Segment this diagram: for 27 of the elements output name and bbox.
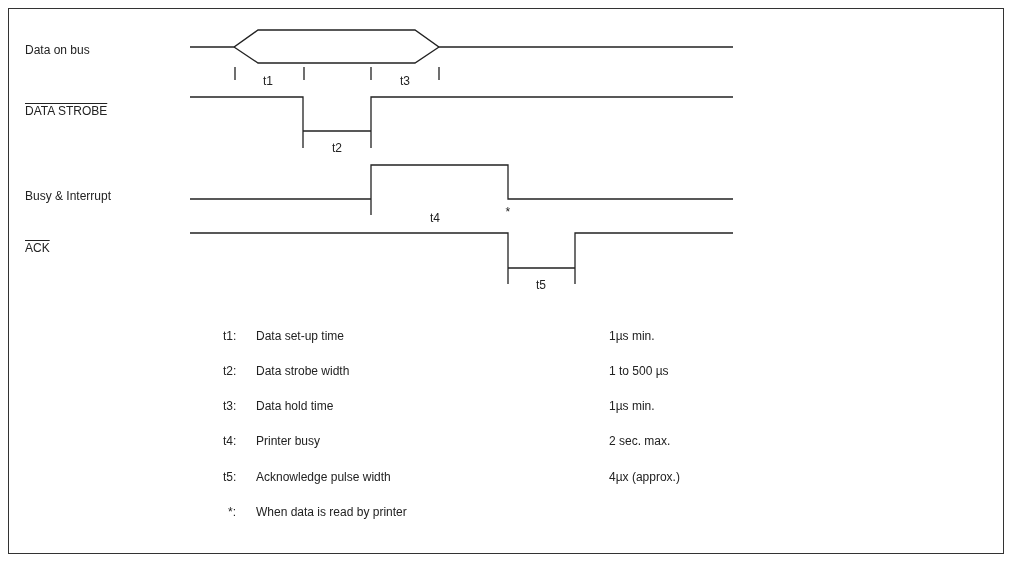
table-key: t2: <box>223 364 237 378</box>
table-value: 1 to 500 µs <box>609 364 669 378</box>
table-key: t1: <box>223 329 237 343</box>
table-key: t3: <box>223 399 237 413</box>
signal-name: ACK <box>25 241 50 255</box>
table-value: 1µs min. <box>609 329 655 343</box>
table-description: Printer busy <box>256 434 321 448</box>
table-description: Data hold time <box>256 399 334 413</box>
table-key: *: <box>228 505 236 519</box>
table-description: Acknowledge pulse width <box>256 470 391 484</box>
timing-label: t4 <box>430 211 440 225</box>
timing-label: t1 <box>263 74 273 88</box>
table-value: 4µx (approx.) <box>609 470 680 484</box>
signal-name: Busy & Interrupt <box>25 189 112 203</box>
table-key: t5: <box>223 470 237 484</box>
timing-label: t2 <box>332 141 342 155</box>
table-description: Data set-up time <box>256 329 345 343</box>
table-key: t4: <box>223 434 237 448</box>
table-description: Data strobe width <box>256 364 350 378</box>
table-value: 2 sec. max. <box>609 434 671 448</box>
footnote-mark: * <box>505 205 511 219</box>
timing-label: t5 <box>536 278 546 292</box>
signal-name: Data on bus <box>25 43 90 57</box>
timing-label: t3 <box>400 74 410 88</box>
table-description: When data is read by printer <box>256 505 407 519</box>
table-value: 1µs min. <box>609 399 655 413</box>
signal-name: DATA STROBE <box>25 104 108 118</box>
